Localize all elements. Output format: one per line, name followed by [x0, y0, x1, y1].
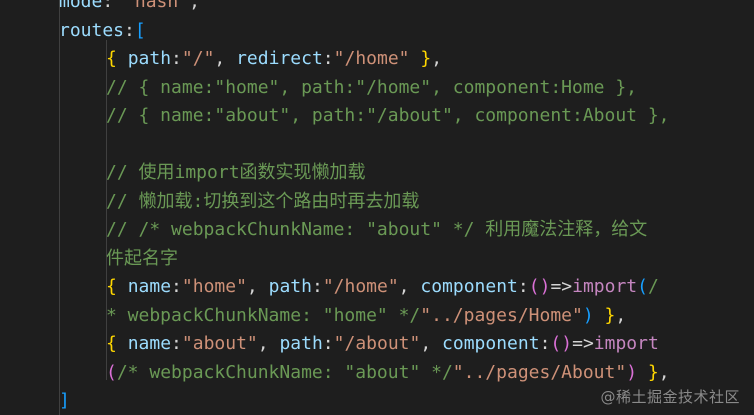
- code-token: ,: [420, 333, 443, 354]
- code-token: "/": [181, 48, 215, 69]
- code-token: import: [593, 333, 659, 354]
- code-line-1: mode: 'hash',: [59, 0, 200, 17]
- code-line-14: (/* webpackChunkName: "about" */"../page…: [106, 359, 670, 388]
- code-token: :: [102, 0, 125, 12]
- code-token: ,: [615, 304, 627, 326]
- code-token: "/about": [333, 333, 421, 354]
- indent-guide-1: [59, 0, 60, 415]
- code-token: =>: [550, 276, 573, 297]
- code-token: ,: [189, 0, 200, 12]
- code-token: // 使用import函数实现懒加载: [106, 162, 366, 183]
- code-line-7: // 使用import函数实现懒加载: [106, 159, 366, 188]
- code-token: :: [311, 276, 323, 297]
- code-line-11: { name:"home", path:"/home", component:(…: [106, 273, 659, 302]
- code-token: 'hash': [124, 0, 190, 12]
- code-token: component: [442, 333, 540, 354]
- code-line-4: // { name:"home", path:"/home", componen…: [106, 74, 637, 103]
- code-token: ): [582, 304, 594, 326]
- indent-guide-2: [106, 40, 107, 380]
- code-token: :: [171, 333, 182, 354]
- code-token: {: [106, 48, 128, 69]
- code-token: }: [409, 48, 432, 69]
- code-token: ,: [398, 276, 421, 297]
- code-token: :: [171, 48, 182, 69]
- code-token: // { name:"home", path:"/home", componen…: [106, 76, 638, 98]
- code-token: {: [106, 333, 128, 354]
- code-token: (): [550, 333, 573, 354]
- code-token: :: [124, 19, 135, 41]
- code-token: :: [517, 276, 529, 297]
- code-token: name: [127, 276, 172, 297]
- code-token: ,: [246, 276, 269, 297]
- code-token: "/home": [322, 276, 399, 297]
- code-token: path: [127, 48, 172, 69]
- code-token: // { name:"about", path:"/about", compon…: [106, 105, 670, 126]
- watermark: @稀土掘金技术社区: [600, 388, 740, 406]
- code-token: ): [626, 361, 638, 383]
- code-token: /: [648, 276, 659, 297]
- code-token: ]: [59, 390, 70, 411]
- code-token: 件起名字: [106, 247, 178, 269]
- code-token: "../pages/About": [452, 361, 627, 383]
- code-token: "/home": [333, 48, 410, 69]
- code-token: routes: [59, 19, 125, 41]
- code-token: :: [322, 333, 334, 354]
- code-token: (): [528, 276, 551, 297]
- code-token: name: [127, 333, 172, 354]
- code-token: // 懒加载:切换到这个路由时再去加载: [106, 190, 420, 212]
- code-token: /* webpackChunkName: "about" */: [116, 361, 453, 383]
- code-token: ,: [257, 333, 280, 354]
- code-token: :: [171, 276, 182, 297]
- code-token: [: [134, 19, 146, 41]
- code-token: ,: [431, 48, 443, 69]
- code-token: ,: [658, 361, 670, 383]
- code-line-15: ]: [59, 387, 70, 415]
- code-token: {: [106, 276, 128, 297]
- code-token: :: [322, 48, 334, 69]
- code-token: =>: [572, 333, 594, 354]
- code-token: (: [106, 361, 117, 383]
- code-token: * webpackChunkName: "home" */: [106, 304, 421, 326]
- code-line-5: // { name:"about", path:"/about", compon…: [106, 102, 670, 131]
- code-line-2: routes:[: [59, 17, 146, 46]
- code-token: mode: [59, 0, 103, 12]
- code-token: ,: [214, 48, 237, 69]
- code-token: "about": [181, 333, 258, 354]
- code-token: "home": [181, 276, 247, 297]
- code-token: }: [637, 361, 659, 383]
- code-line-10: 件起名字: [106, 245, 178, 274]
- code-line-13: { name:"about", path:"/about", component…: [106, 330, 659, 359]
- code-token: import: [572, 276, 638, 297]
- code-token: }: [593, 304, 616, 326]
- code-token: redirect: [236, 48, 323, 69]
- code-line-8: // 懒加载:切换到这个路由时再去加载: [106, 188, 419, 217]
- code-token: path: [268, 276, 312, 297]
- code-line-3: { path:"/", redirect:"/home" },: [106, 45, 442, 74]
- code-line-12: * webpackChunkName: "home" */"../pages/H…: [106, 302, 626, 331]
- code-token: (: [637, 276, 648, 297]
- code-token: component: [420, 276, 518, 297]
- code-line-9: // /* webpackChunkName: "about" */ 利用魔法注…: [106, 216, 647, 245]
- code-token: :: [539, 333, 551, 354]
- code-token: path: [279, 333, 323, 354]
- code-token: "../pages/Home": [420, 304, 583, 326]
- code-token: // /* webpackChunkName: "about" */ 利用魔法注…: [106, 219, 648, 240]
